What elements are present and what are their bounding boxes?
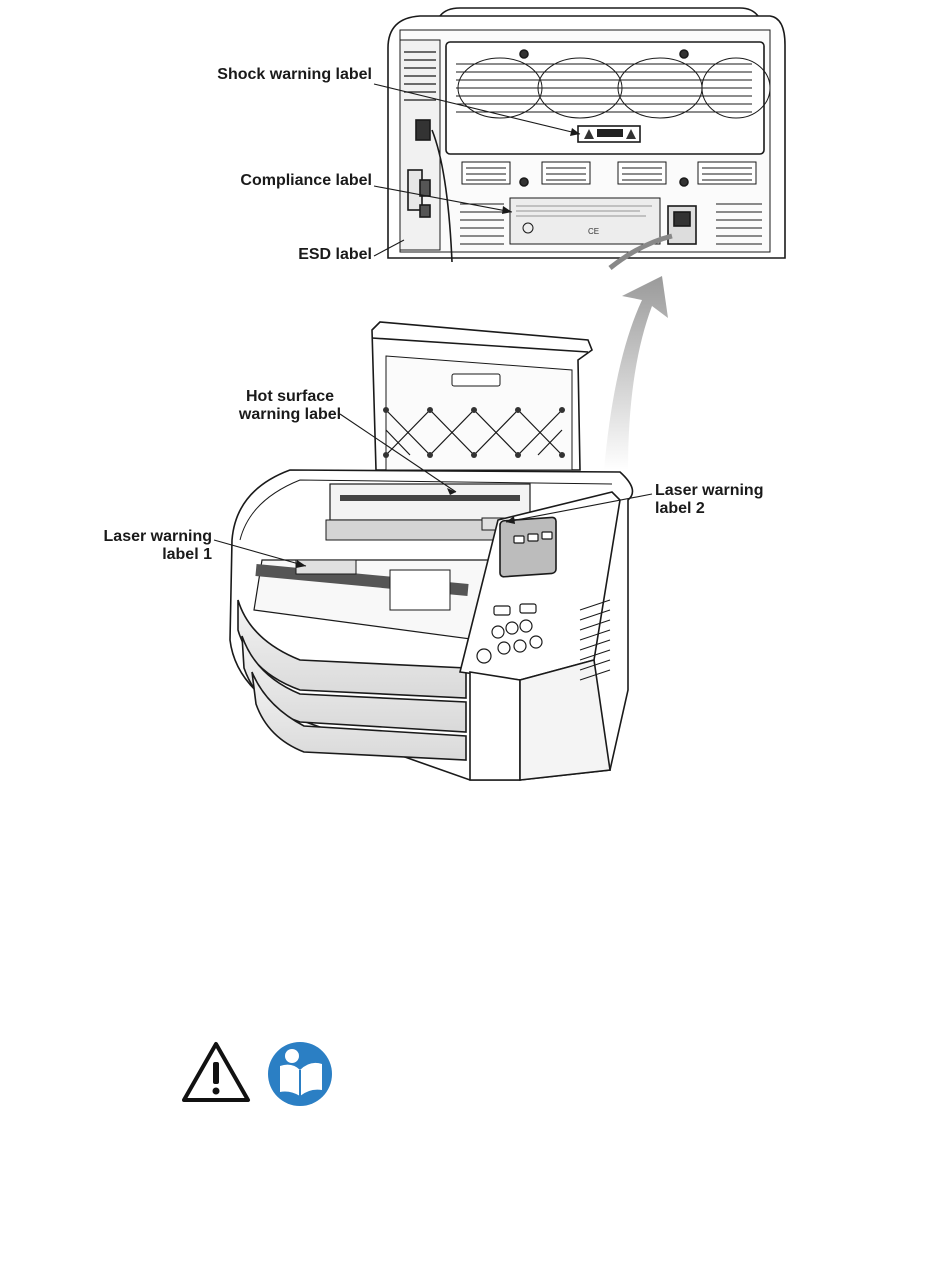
shock-warning-label-callout: Shock warning label bbox=[150, 66, 372, 84]
esd-label-callout: ESD label bbox=[150, 246, 372, 264]
laser-warning-label-1-callout: Laser warning label 1 bbox=[60, 528, 212, 564]
compliance-label-callout: Compliance label bbox=[150, 172, 372, 190]
read-manual-icon bbox=[268, 1042, 332, 1106]
hot-surface-warning-label-callout: Hot surface warning label bbox=[200, 388, 380, 424]
laser-warning-label-2-callout: Laser warning label 2 bbox=[655, 482, 815, 518]
svg-text:CE: CE bbox=[588, 227, 599, 236]
warning-triangle-icon bbox=[184, 1044, 248, 1100]
rotate-arrow-icon bbox=[604, 276, 668, 470]
printer-rear-view: CE bbox=[388, 8, 785, 268]
